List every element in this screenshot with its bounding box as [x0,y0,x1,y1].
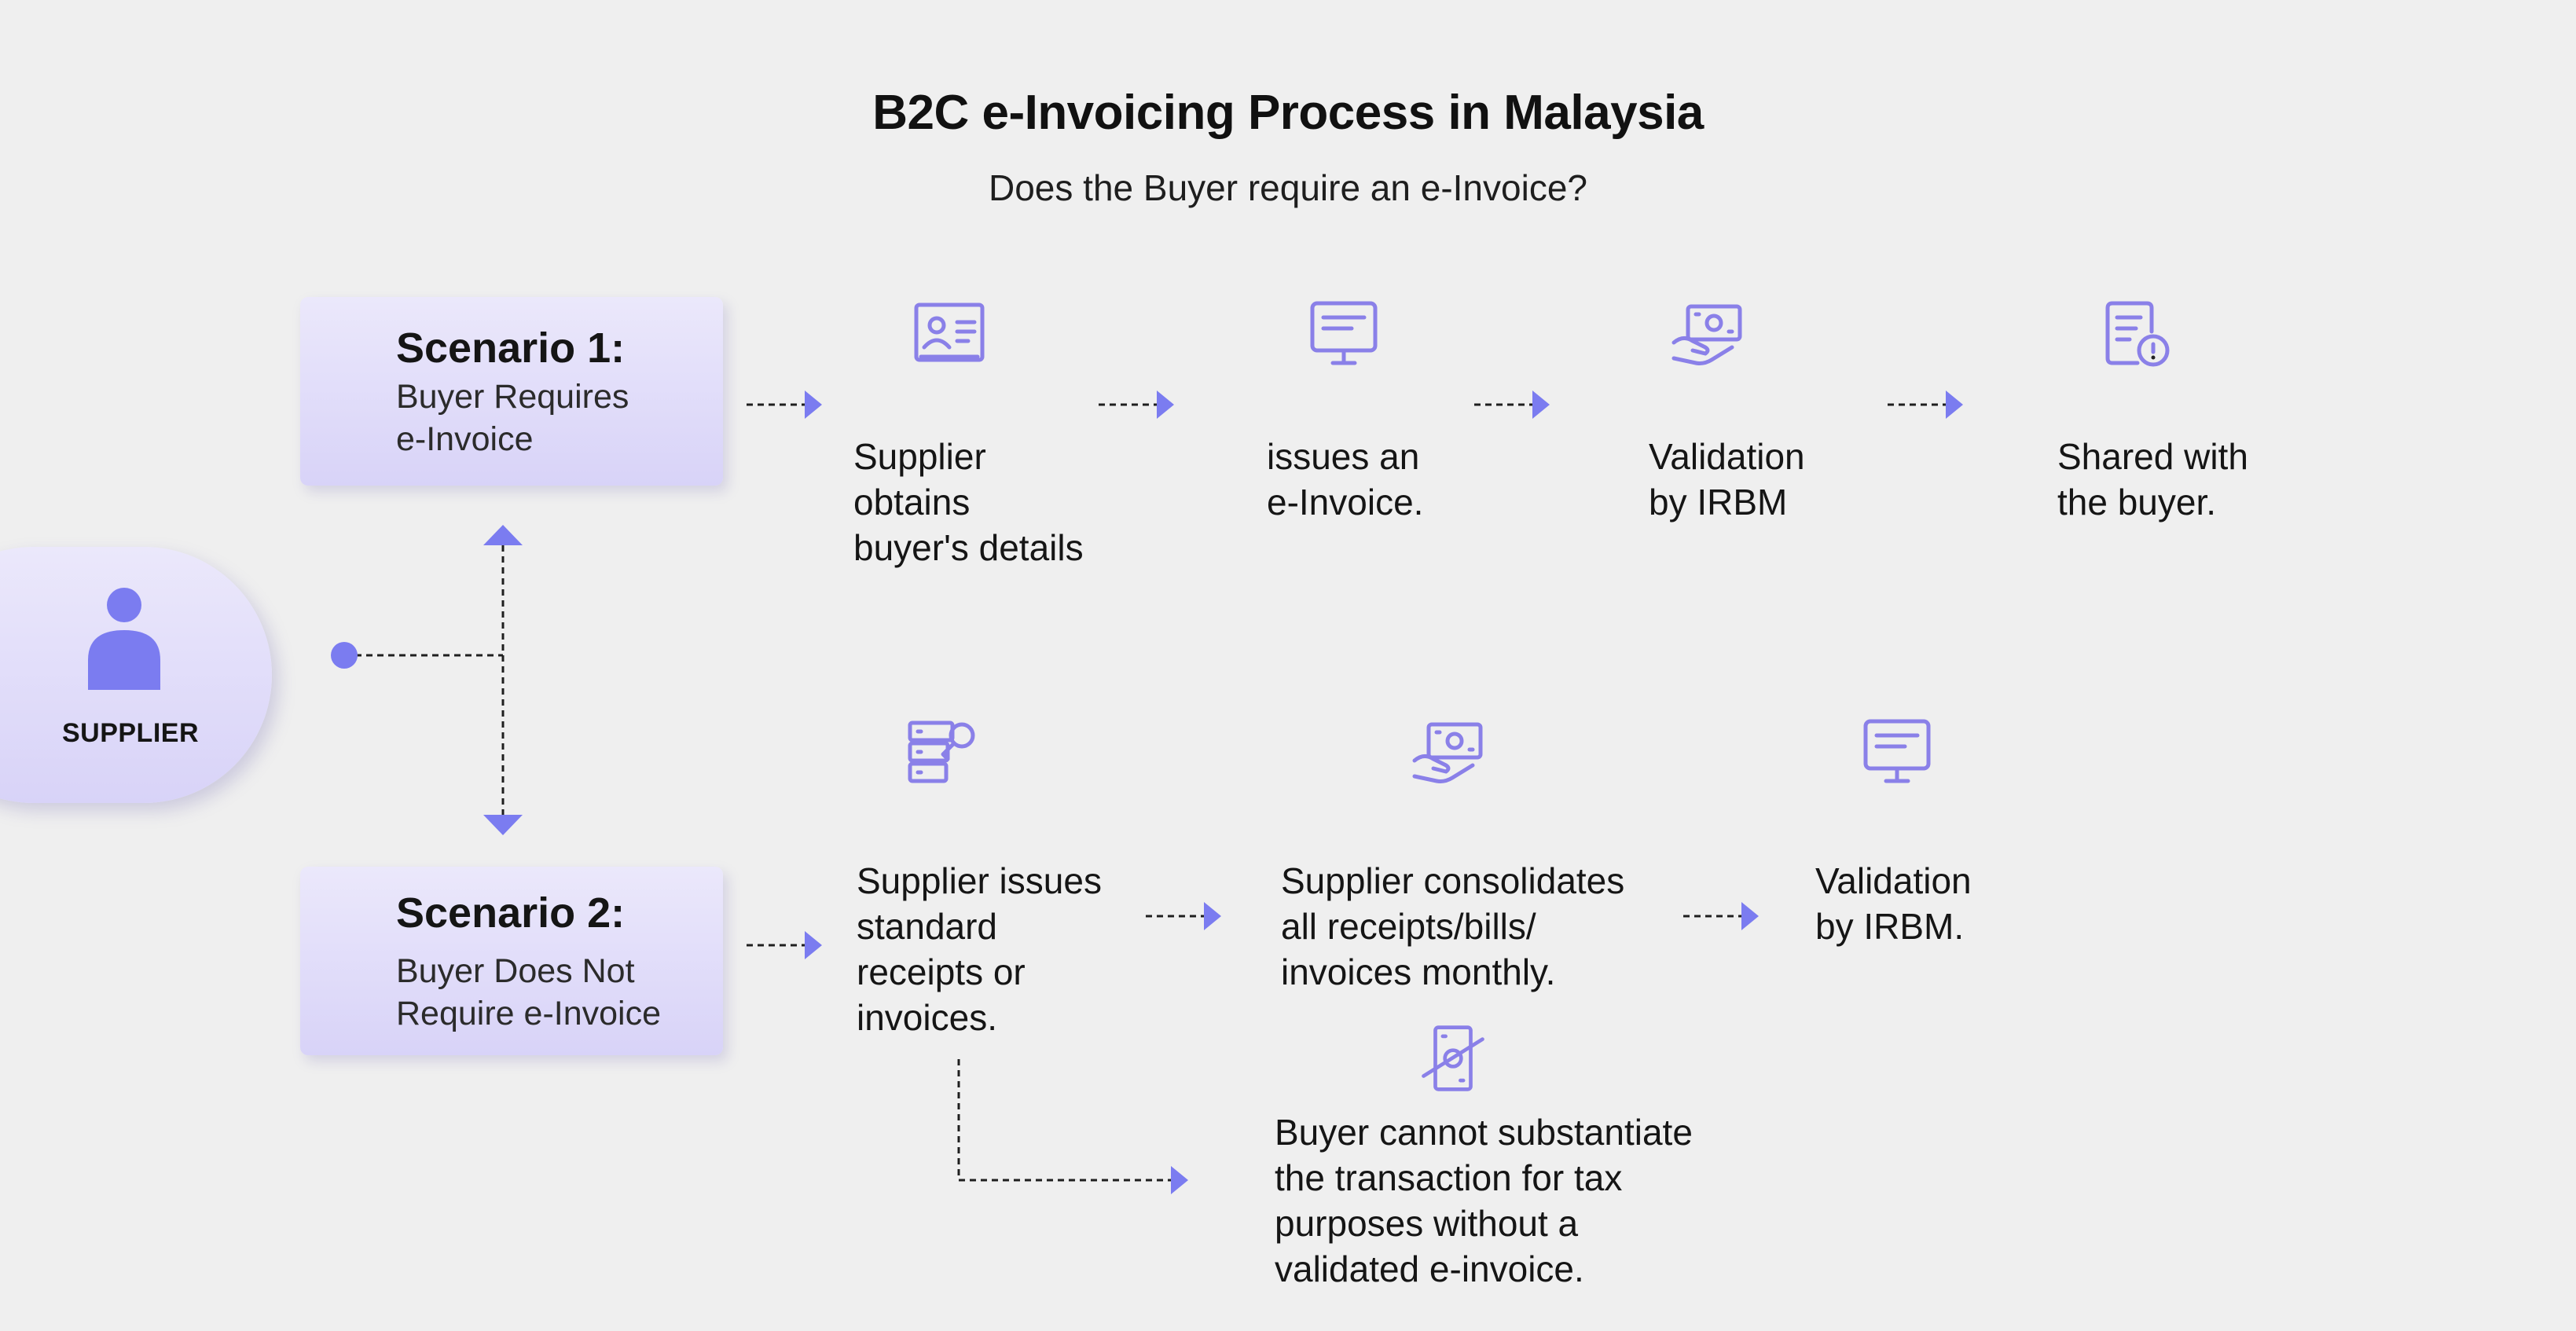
s1-step3-line1: Validation [1649,436,1805,477]
s2-branch-connector [957,1059,1172,1182]
cash-hand-icon [1412,722,1483,783]
s2-arrowhead-3 [1741,902,1759,930]
server-key-icon [908,720,975,783]
s2-step2-line2: all receipts/bills/ [1281,906,1536,947]
s1-step4-text: Shared with the buyer. [2057,434,2248,525]
document-alert-icon [2105,301,2170,367]
no-money-icon [1422,1025,1484,1091]
branch-line1: Buyer cannot substantiate [1275,1112,1693,1153]
s2-step3-text: Validation by IRBM. [1815,858,1972,949]
scenario-1-desc-line2: e-Invoice [396,420,534,458]
scenario-2-card: Scenario 2: Buyer Does Not Require e-Inv… [300,867,723,1055]
s2-step3-line1: Validation [1815,860,1972,901]
diagram-subtitle: Does the Buyer require an e-Invoice? [989,167,1587,208]
s1-step1-line1: Supplier [853,436,986,477]
s1-step4-line2: the buyer. [2057,482,2217,522]
s1-step1-line2: obtains [853,482,971,522]
scenario-1-title: Scenario 1: [396,324,626,372]
s2-step3-line2: by IRBM. [1815,906,1965,947]
scenario-2-desc-line1: Buyer Does Not [396,952,635,990]
s2-step1-text: Supplier issues standard receipts or inv… [857,858,1102,1040]
scenario-2-desc-line2: Require e-Invoice [396,995,662,1032]
s1-arrowhead-4 [1946,390,1963,419]
s1-step2-line2: e-Invoice. [1267,482,1424,522]
arrow-up-head [483,525,523,545]
s2-step1-line2: standard [857,906,998,947]
branch-text: Buyer cannot substantiate the transactio… [1275,1109,1693,1292]
person-icon [88,588,160,690]
s2-step1-line4: invoices. [857,997,997,1038]
s2-step1-line3: receipts or [857,952,1026,992]
s1-step2-text: issues an e-Invoice. [1267,434,1423,525]
supplier-label: SUPPLIER [61,718,200,748]
s1-arrowhead-2 [1157,390,1174,419]
id-card-icon [914,302,985,362]
branch-line2: the transaction for tax [1275,1157,1623,1198]
s1-step2-line1: issues an [1267,436,1420,477]
cash-hand-icon [1671,304,1742,365]
scenario-2-title: Scenario 2: [396,889,626,937]
s1-step4-line1: Shared with [2057,436,2248,477]
monitor-icon [1310,301,1378,365]
s2-arrowhead-2 [1204,902,1221,930]
arrow-down-head [483,815,523,835]
s1-step3-line2: by IRBM [1649,482,1788,522]
s2-step2-line1: Supplier consolidates [1281,860,1625,901]
s1-arrowhead-3 [1532,390,1550,419]
s2-arrowhead-1 [805,931,822,959]
s2-branch-arrowhead [1171,1166,1188,1194]
s2-step1-line1: Supplier issues [857,860,1102,901]
branch-line3: purposes without a [1275,1203,1579,1244]
s1-step1-line3: buyer's details [853,527,1084,568]
s2-step2-line3: invoices monthly. [1281,952,1556,992]
s1-step3-text: Validation by IRBM [1649,434,1805,525]
diagram-title: B2C e-Invoicing Process in Malaysia [872,86,1704,140]
scenario-1-desc-line1: Buyer Requires [396,378,629,416]
supplier-connector-dot [331,642,358,669]
s1-step1-text: Supplier obtains buyer's details [853,434,1084,570]
monitor-icon [1863,719,1931,783]
branch-line4: validated e-invoice. [1275,1248,1584,1289]
s2-step2-text: Supplier consolidates all receipts/bills… [1281,858,1624,995]
s1-arrowhead-1 [805,390,822,419]
scenario-1-card: Scenario 1: Buyer Requires e-Invoice [300,297,723,486]
